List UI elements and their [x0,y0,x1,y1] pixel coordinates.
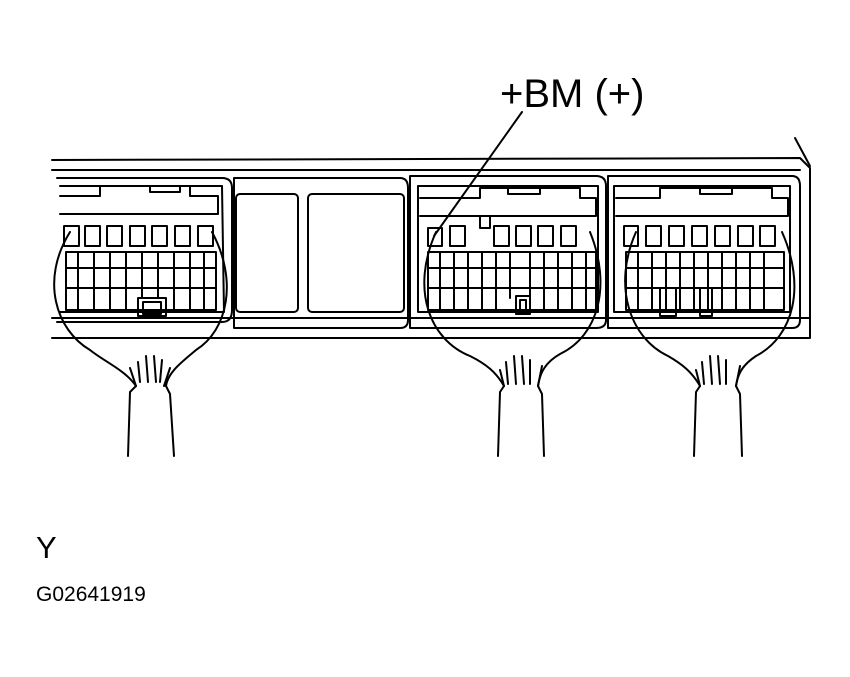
connector-middle-blank [234,178,408,328]
connector-left-pin-block [64,226,216,316]
connector-right-pin-block [624,226,784,316]
wire-harness-left [54,232,227,456]
pin-label-bm-plus: +BM (+) [500,72,645,116]
figure-id: G02641919 [36,583,146,606]
connector-center [410,176,606,328]
connector-right [608,176,800,328]
connector-left [57,178,232,322]
pin-leader-line [434,112,522,236]
wire-harness-center [424,232,600,456]
connector-center-pin-block [428,226,596,314]
view-label: Y [36,530,57,565]
wire-harness-right [625,232,794,456]
